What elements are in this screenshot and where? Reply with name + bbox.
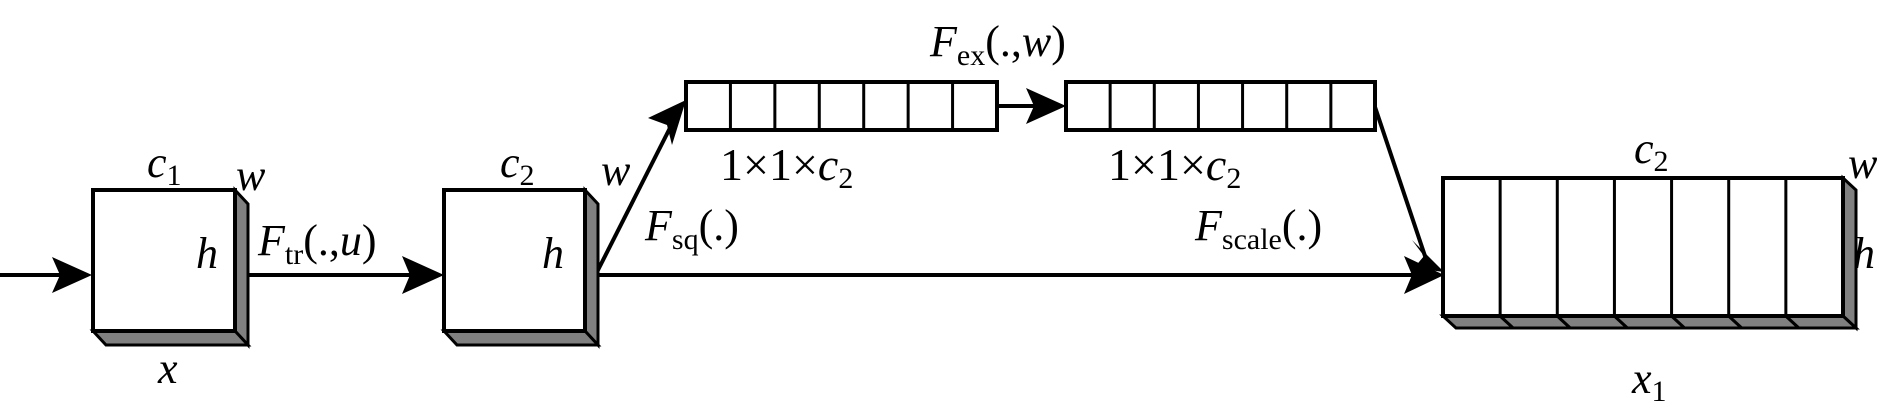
squeeze-vector — [684, 80, 999, 132]
transformed-height-label: h — [542, 229, 564, 278]
excite-vector-dims: 1×1×c2 — [1108, 139, 1241, 195]
output-channel-label: c2 — [1634, 124, 1669, 178]
input-height-label: h — [196, 229, 218, 278]
excite-vector-frame — [1064, 80, 1377, 132]
squeeze-vector-frame — [684, 80, 999, 132]
excite-label: Fex(.,w) — [929, 17, 1066, 72]
transformed-block-face — [442, 188, 587, 333]
output-block-slice-dividers — [1498, 178, 1788, 316]
transform-label: Ftr(.,u) — [257, 216, 377, 271]
main-path-arrowhead — [1404, 256, 1444, 294]
input-width-label: w — [236, 151, 266, 200]
squeeze-arrowhead — [648, 100, 686, 145]
output-block-face — [1441, 176, 1845, 318]
output-width-label: w — [1848, 139, 1878, 188]
output-var-label: x1 — [1631, 354, 1667, 408]
transformed-block-bottom — [440, 329, 602, 347]
squeeze-arrow-line — [595, 121, 675, 273]
input-block-bottom — [89, 329, 252, 347]
scale-arrowhead — [1412, 240, 1444, 272]
input-channel-label: c1 — [147, 138, 182, 192]
scale-arrow-line — [1373, 106, 1429, 263]
output-block — [1439, 174, 1860, 332]
squeeze-vector-dividers — [728, 82, 955, 130]
transformed-block — [440, 186, 602, 349]
squeeze-label: Fsq(.) — [644, 201, 739, 256]
transformed-width-label: w — [601, 146, 631, 195]
excite-vector-dividers — [1108, 82, 1333, 130]
excite-arrowhead — [1026, 88, 1066, 124]
output-height-label: h — [1853, 229, 1875, 278]
input-block-face — [91, 188, 237, 333]
transformed-channel-label: c2 — [500, 138, 535, 192]
excite-vector — [1064, 80, 1377, 132]
transform-arrowhead — [402, 256, 444, 294]
input-arrowhead — [52, 257, 92, 293]
input-block — [89, 186, 252, 349]
squeeze-vector-dims: 1×1×c2 — [720, 139, 853, 195]
input-var-label: x — [157, 344, 178, 393]
arrowheads — [52, 88, 1444, 294]
scale-label: Fscale(.) — [1194, 201, 1322, 256]
connectors — [0, 104, 1429, 277]
